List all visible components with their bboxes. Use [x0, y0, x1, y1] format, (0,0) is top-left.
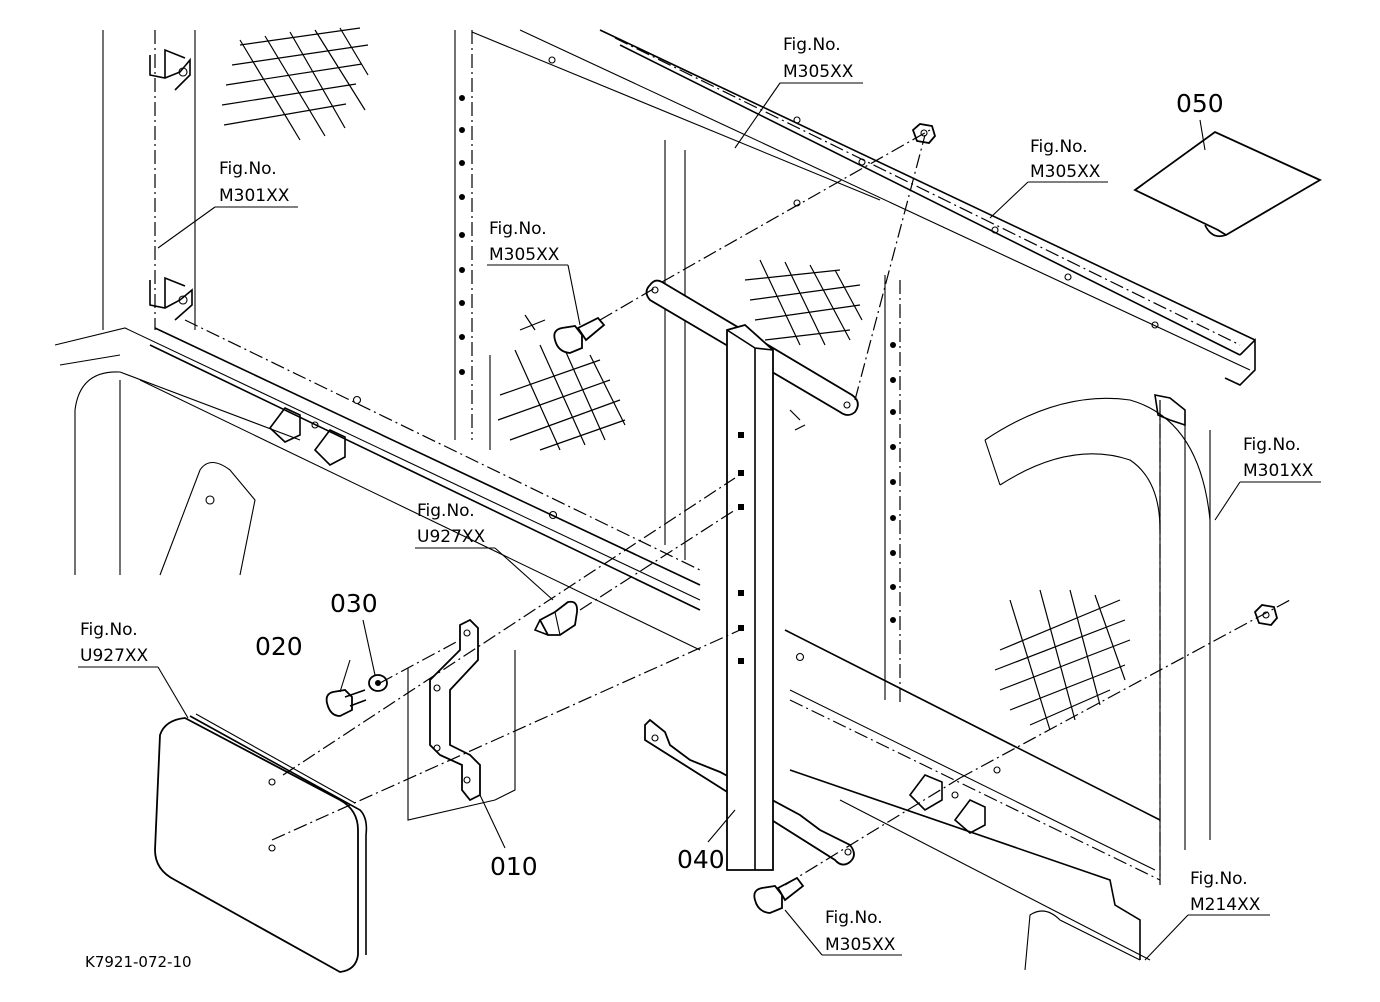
fig-label: Fig.No.	[489, 219, 547, 239]
right-panel	[884, 275, 1211, 885]
callout-m301xx-left: Fig.No. M301XX	[219, 159, 290, 206]
drawing-code: K7921-072-10	[85, 953, 192, 971]
mesh-center	[497, 314, 626, 451]
part-010-bracket	[407, 618, 516, 821]
fig-label: Fig.No.	[1243, 435, 1301, 455]
callout-m305xx-right: Fig.No. M305XX	[1030, 137, 1101, 182]
center-rear-panel	[454, 30, 881, 560]
assembly-lines	[271, 129, 1291, 886]
lower-beam	[54, 319, 701, 651]
callout-u927xx-left: Fig.No. U927XX	[80, 620, 149, 666]
fig-label: Fig.No.	[1190, 869, 1248, 889]
leader-lines	[78, 82, 1321, 961]
top-rail	[519, 29, 1256, 386]
lower-right-beam	[784, 629, 1161, 971]
part-050-decal	[1133, 130, 1322, 238]
callout-m301xx-right: Fig.No. M301XX	[1243, 435, 1314, 481]
center-bolt	[533, 600, 578, 636]
callout-m305xx-top: Fig.No. M305XX	[783, 35, 854, 82]
fig-label: Fig.No.	[80, 620, 138, 640]
callout-m305xx-bottom: Fig.No. M305XX	[825, 908, 896, 955]
bottom-bolt	[753, 876, 805, 914]
fig-code: M214XX	[1190, 895, 1261, 915]
fig-code: M305XX	[825, 935, 896, 955]
work-lamp	[154, 713, 368, 973]
fig-label: Fig.No.	[219, 159, 277, 179]
fig-code: U927XX	[80, 646, 149, 666]
callout-u927xx-center: Fig.No. U927XX	[417, 501, 486, 547]
left-cab-outline	[74, 371, 301, 576]
fig-label: Fig.No.	[1030, 137, 1088, 157]
fig-label: Fig.No.	[417, 501, 475, 521]
callout-m214xx: Fig.No. M214XX	[1190, 869, 1261, 915]
left-upper-bolt	[553, 316, 606, 354]
part-number-020: 020	[255, 632, 303, 661]
fig-label: Fig.No.	[825, 908, 883, 928]
fig-code: M305XX	[489, 245, 560, 265]
part-020-bolt	[325, 689, 367, 717]
fig-code: M305XX	[1030, 162, 1101, 182]
mesh-top-left	[221, 27, 369, 141]
part-number-050: 050	[1176, 89, 1224, 118]
left-frame-panel	[102, 30, 196, 330]
right-nut	[1253, 604, 1278, 626]
fig-code: M305XX	[783, 62, 854, 82]
fig-code: M301XX	[1243, 461, 1314, 481]
part-number-040: 040	[677, 845, 725, 874]
part-030-washer	[368, 674, 388, 692]
callout-m305xx-center: Fig.No. M305XX	[489, 219, 560, 265]
fig-code: M301XX	[219, 186, 290, 206]
mesh-right-upper	[744, 259, 863, 431]
part-040-bracket-assembly	[644, 279, 859, 871]
fig-label: Fig.No.	[783, 35, 841, 55]
part-number-030: 030	[330, 589, 378, 618]
mesh-right-lower	[994, 589, 1131, 731]
fig-code: U927XX	[417, 527, 486, 547]
part-number-010: 010	[490, 852, 538, 881]
